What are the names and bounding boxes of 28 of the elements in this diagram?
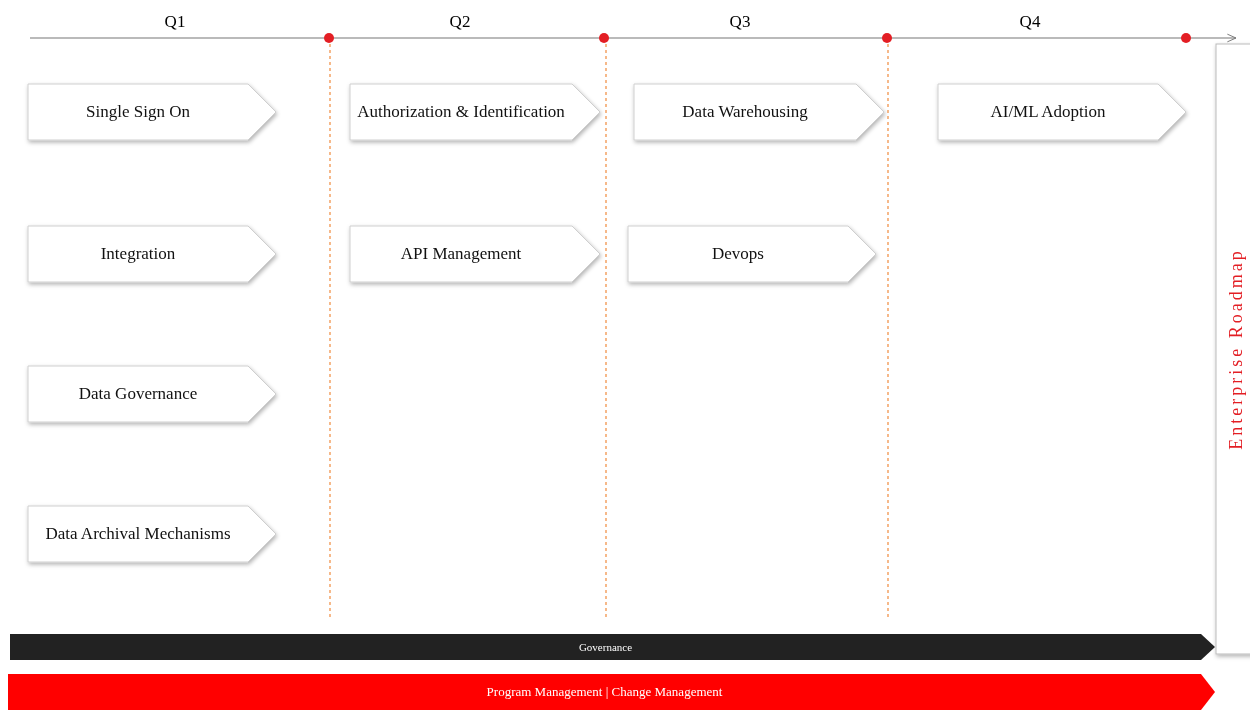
quarter-label: Q2 xyxy=(449,12,471,32)
step-label: AI/ML Adoption xyxy=(989,101,1107,124)
chevron-step xyxy=(634,84,884,140)
step-label: Data Archival Mechanisms xyxy=(44,523,232,546)
chevron-step xyxy=(628,226,876,282)
quarter-label: Q4 xyxy=(1019,12,1041,32)
chevron-step xyxy=(350,226,600,282)
quarter-label: Q3 xyxy=(729,12,751,32)
step-label: Authorization & Identification xyxy=(356,101,566,124)
chevron-step xyxy=(938,84,1186,140)
chevron-step xyxy=(28,226,276,282)
panel-title: Enterprise Roadmap xyxy=(1225,248,1247,450)
step-label: Data Governance xyxy=(77,383,199,406)
step-label: Devops xyxy=(711,243,765,266)
chevron-step xyxy=(28,366,276,422)
step-label: Program Management | Change Management xyxy=(485,682,724,701)
chevron-step xyxy=(350,84,600,140)
step-label: Single Sign On xyxy=(85,101,191,124)
step-label: Integration xyxy=(99,243,177,266)
side-panel xyxy=(1216,44,1250,654)
chevron-step xyxy=(28,506,276,562)
step-label: Data Warehousing xyxy=(681,101,809,124)
arrow-banner xyxy=(10,634,1215,660)
step-label: Governance xyxy=(577,639,634,655)
chevron-step xyxy=(28,84,276,140)
arrow-banner xyxy=(8,674,1215,710)
quarter-label: Q1 xyxy=(164,12,186,32)
step-label: API Management xyxy=(399,243,523,266)
